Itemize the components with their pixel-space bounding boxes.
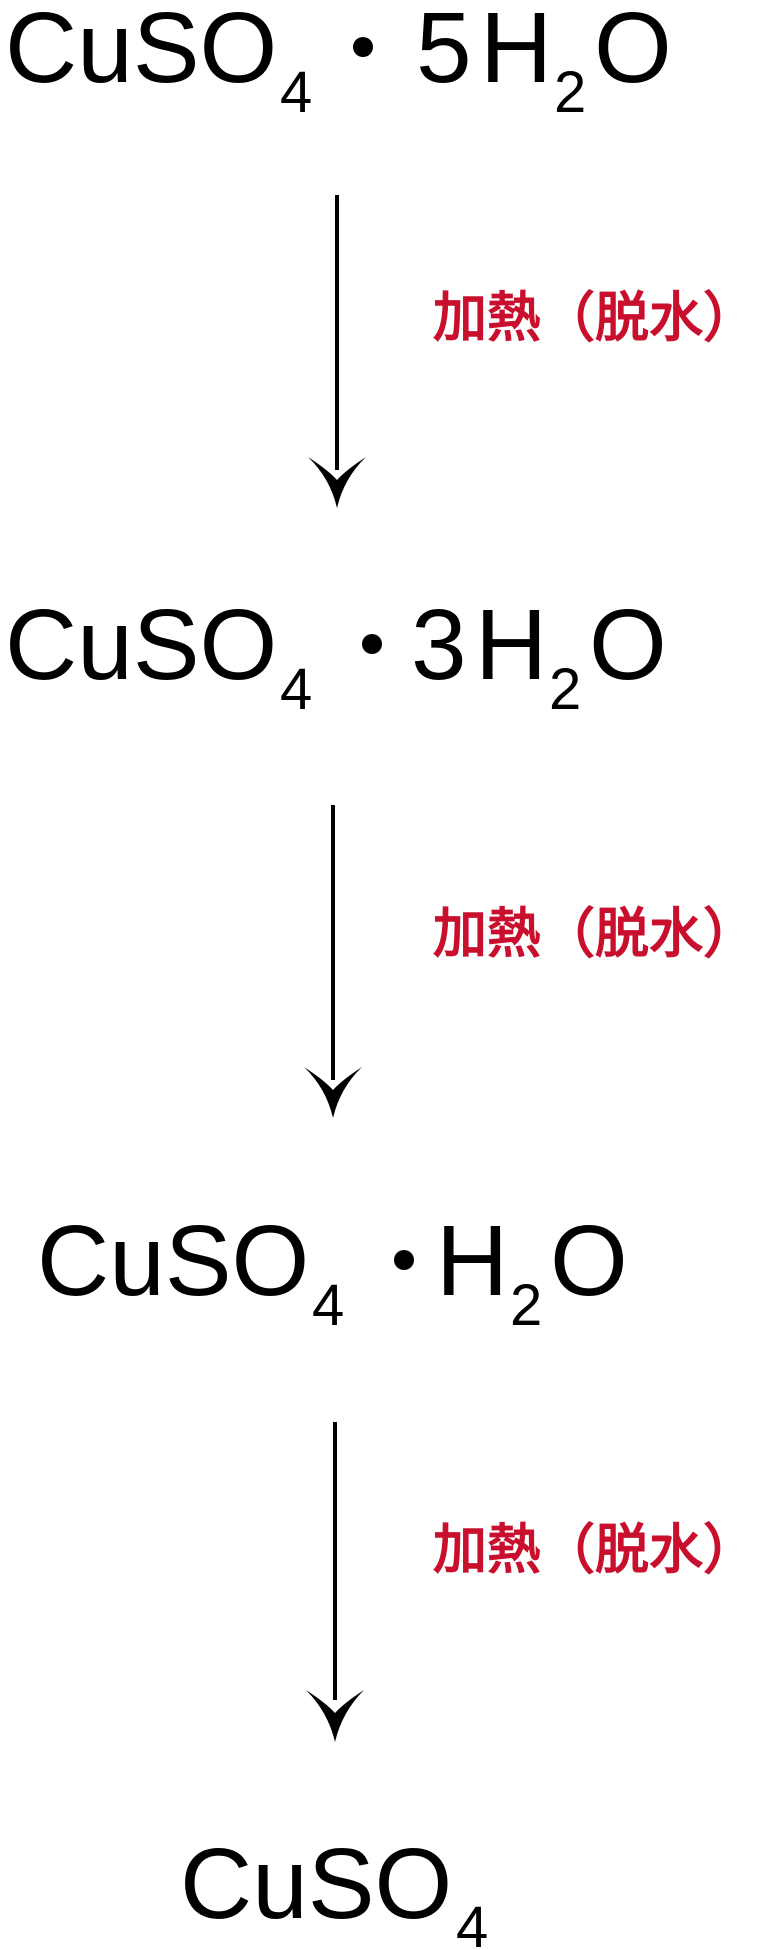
step-label: 加熱（脱水） <box>433 902 757 965</box>
formula-hydrogen: H <box>436 1205 508 1317</box>
step-label: 加熱（脱水） <box>433 1518 757 1581</box>
formula-oxygen: O <box>594 0 672 104</box>
formula-hydrogen: H <box>475 589 547 701</box>
middle-dot <box>362 634 382 654</box>
formula-trihydrate: CuSO 4 3 H 2 O <box>5 589 667 722</box>
formula-coefficient: 3 <box>411 589 467 701</box>
formula-oxygen: O <box>589 589 667 701</box>
formula-subscript: 4 <box>280 657 312 722</box>
formula-pentahydrate: CuSO 4 5 H 2 O <box>5 0 672 125</box>
formula-oxygen: O <box>550 1205 628 1317</box>
formula-main: CuSO <box>5 0 277 104</box>
formula-subscript: 2 <box>510 1273 542 1338</box>
formula-subscript: 2 <box>549 657 581 722</box>
formula-hydrogen: H <box>480 0 552 104</box>
arrow-down-icon <box>304 805 362 1118</box>
formula-anhydrous: CuSO 4 <box>180 1828 488 1950</box>
formula-monohydrate: CuSO 4 H 2 O <box>37 1205 628 1338</box>
formula-subscript: 4 <box>312 1273 344 1338</box>
formula-subscript: 4 <box>280 60 312 125</box>
formula-main: CuSO <box>180 1828 452 1940</box>
middle-dot <box>353 37 373 57</box>
arrow-down-icon <box>306 1422 364 1742</box>
formula-subscript: 4 <box>456 1895 488 1950</box>
arrow-down-icon <box>308 195 366 508</box>
middle-dot <box>394 1250 414 1270</box>
formula-main: CuSO <box>37 1205 309 1317</box>
step-label: 加熱（脱水） <box>433 286 757 349</box>
formula-subscript: 2 <box>554 60 586 125</box>
formula-coefficient: 5 <box>416 0 472 104</box>
formula-main: CuSO <box>5 589 277 701</box>
